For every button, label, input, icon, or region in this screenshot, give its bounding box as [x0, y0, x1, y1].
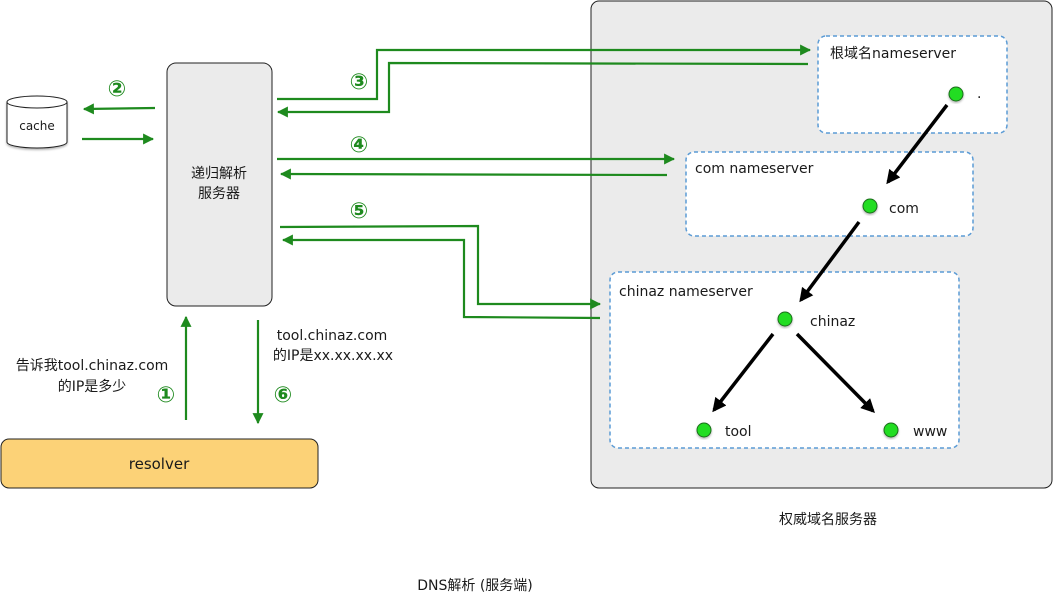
arrow-reply-chinaz [281, 234, 601, 320]
node-root-label: . [977, 86, 981, 102]
node-com-dot[interactable] [862, 198, 878, 214]
step-3-badge: ③ [350, 69, 369, 94]
arrow-query-root [277, 44, 812, 101]
tree-edge-chinaz-www [795, 332, 875, 413]
com-nameserver-box[interactable] [685, 151, 974, 237]
node-tool-dot[interactable] [696, 422, 712, 438]
step-6-badge: ⑥ [274, 382, 293, 407]
answer-text-line2: 的IP是xx.xx.xx.xx [273, 348, 393, 364]
arrow-query-chinaz [279, 224, 602, 310]
node-www-dot[interactable] [883, 422, 899, 438]
step-4-badge: ④ [350, 132, 369, 157]
recursive-resolver-label-line1: 递归解析 [191, 165, 247, 182]
diagram-title: DNS解析 (服务端) [417, 578, 533, 594]
node-www-label: www [913, 424, 947, 440]
arrow-reply-com [279, 168, 668, 180]
step-1-badge: ① [157, 382, 176, 407]
chinaz-nameserver-label: chinaz nameserver [619, 284, 753, 300]
tree-edge-com-chinaz [799, 220, 861, 303]
step-5-badge: ⑤ [350, 198, 369, 223]
step-2-badge: ② [108, 76, 127, 101]
answer-text-line1: tool.chinaz.com [277, 328, 388, 344]
query-text-line2: 的IP是多少 [58, 378, 127, 395]
arrow-to-cache [82, 103, 156, 115]
authoritative-caption: 权威域名服务器 [779, 512, 877, 528]
recursive-resolver-box[interactable] [166, 62, 273, 307]
cache-label: cache [19, 119, 55, 133]
query-text-line1: 告诉我tool.chinaz.com [16, 358, 169, 374]
node-chinaz-dot[interactable] [777, 311, 793, 327]
node-root-dot[interactable] [948, 86, 964, 102]
root-nameserver-label: 根域名nameserver [830, 46, 956, 62]
node-tool-label: tool [725, 424, 752, 440]
cache-database[interactable] [6, 95, 68, 149]
recursive-resolver-label-line2: 服务器 [198, 186, 240, 202]
arrow-reply-root [276, 61, 809, 118]
node-chinaz-label: chinaz [810, 314, 855, 330]
root-nameserver-box[interactable] [817, 35, 1008, 134]
tree-edge-chinaz-tool [712, 332, 775, 413]
com-nameserver-label: com nameserver [695, 161, 814, 177]
node-com-label: com [889, 201, 919, 217]
tree-edge-root-com [886, 103, 949, 185]
resolver-label: resolver [129, 455, 190, 473]
resolver-box[interactable] [0, 438, 319, 489]
